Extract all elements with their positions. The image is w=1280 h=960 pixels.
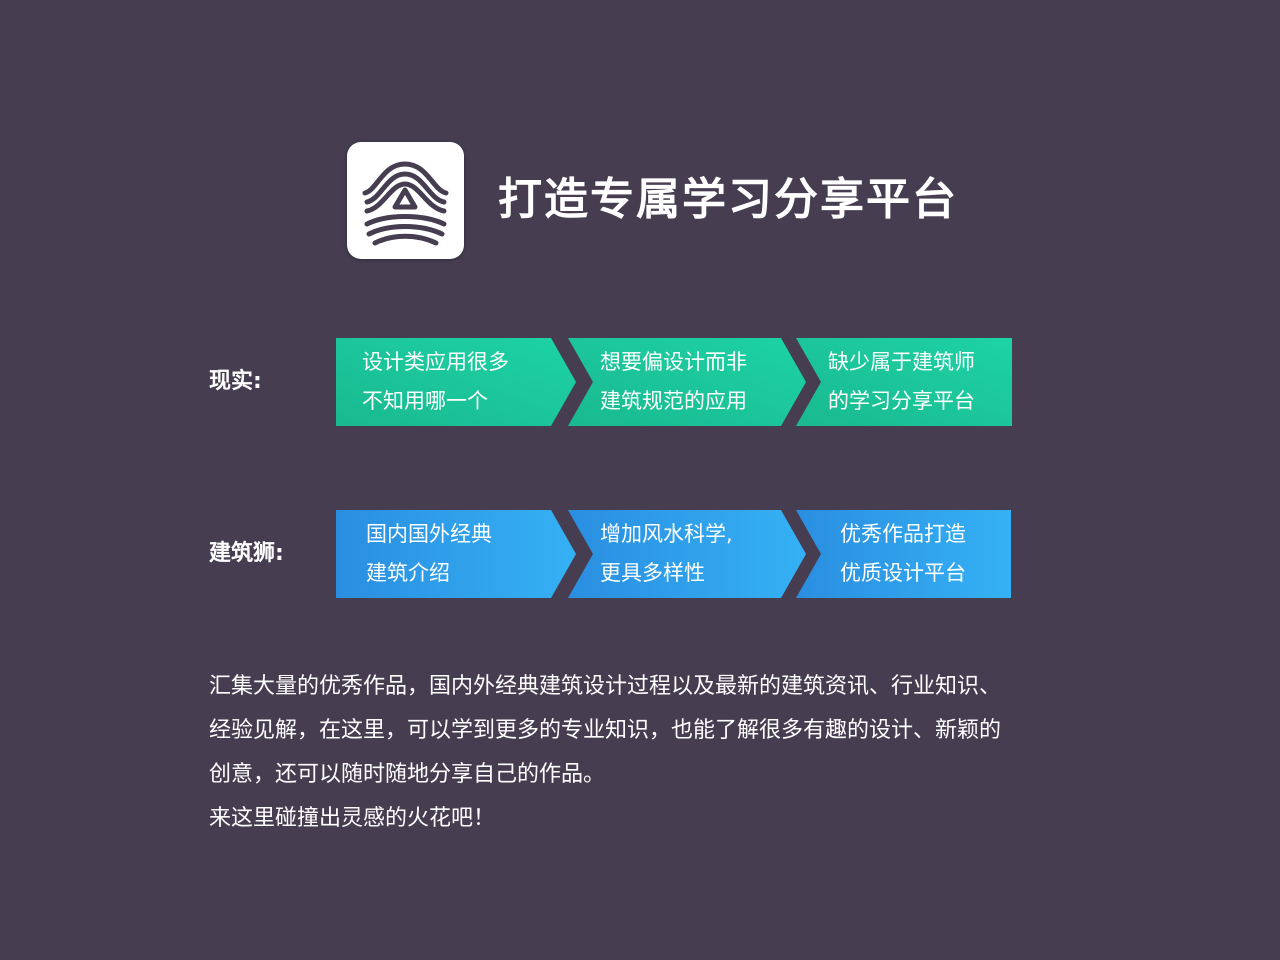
reality-step-2: 想要偏设计而非 建筑规范的应用 xyxy=(600,350,747,413)
reality-step-3: 缺少属于建筑师 的学习分享平台 xyxy=(828,350,975,413)
app-logo xyxy=(347,142,464,259)
reality-flow: 设计类应用很多 不知用哪一个 想要偏设计而非 建筑规范的应用 缺少属于建筑师 的… xyxy=(336,338,1012,426)
description-line: 来这里碰撞出灵感的火花吧！ xyxy=(209,806,496,831)
reality-row-label: 现实: xyxy=(209,369,262,394)
solution-flow: 国内国外经典 建筑介绍 增加风水科学, 更具多样性 优秀作品打造 优质设计平台 xyxy=(336,510,1012,598)
fingerprint-arch-icon xyxy=(362,161,449,246)
solution-row-label: 建筑狮: xyxy=(209,541,284,566)
solution-step-3: 优秀作品打造 优质设计平台 xyxy=(840,522,966,585)
description-line: 汇集大量的优秀作品，国内外经典建筑设计过程以及最新的建筑资讯、行业知识、 xyxy=(209,674,1002,699)
reality-chevrons xyxy=(336,338,1012,426)
description-line: 经验见解，在这里，可以学到更多的专业知识，也能了解很多有趣的设计、新颖的 xyxy=(209,718,1002,743)
solution-step-1: 国内国外经典 建筑介绍 xyxy=(366,522,492,585)
reality-step-1: 设计类应用很多 不知用哪一个 xyxy=(362,350,509,413)
solution-chevrons xyxy=(336,510,1011,598)
solution-step-2: 增加风水科学, 更具多样性 xyxy=(600,522,733,585)
description-paragraph: 汇集大量的优秀作品，国内外经典建筑设计过程以及最新的建筑资讯、行业知识、 经验见… xyxy=(209,665,1129,841)
description-line: 创意，还可以随时随地分享自己的作品。 xyxy=(209,762,606,787)
page-title: 打造专属学习分享平台 xyxy=(498,174,958,225)
